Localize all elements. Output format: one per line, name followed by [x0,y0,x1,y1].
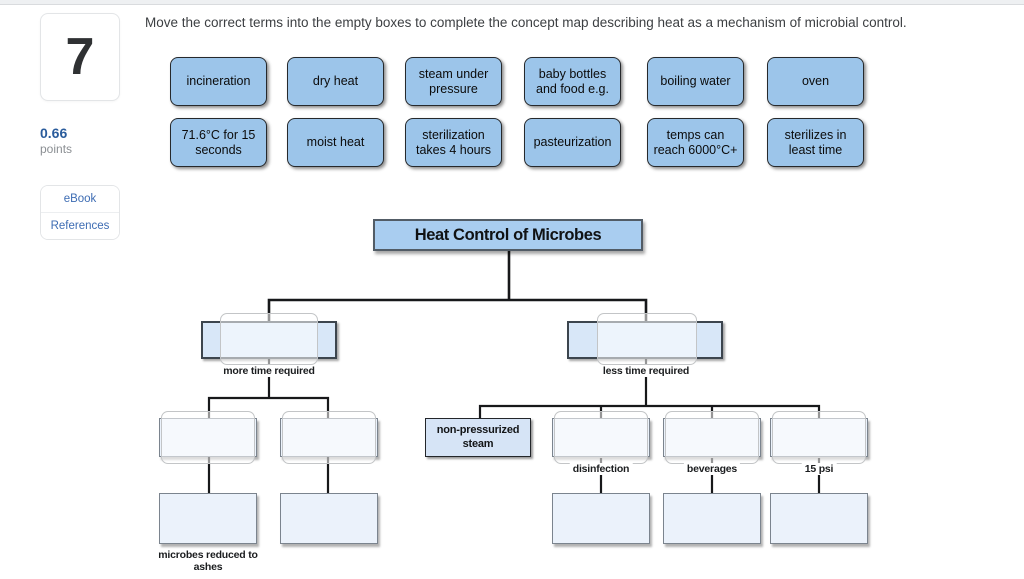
branch-label-less-time: less time required [599,365,693,377]
drop-box-bottom-right-1[interactable] [552,493,650,544]
drop-zone-left-1[interactable] [161,411,255,464]
question-number: 7 [65,28,95,86]
term-chip[interactable]: baby bottles and food e.g. [524,57,621,106]
drop-zone-left-2[interactable] [282,411,376,464]
term-chip[interactable]: 71.6°C for 15 seconds [170,118,267,167]
concept-map-title-box: Heat Control of Microbes [373,219,643,251]
drop-box-bottom-right-3[interactable] [770,493,868,544]
references-link[interactable]: References [41,212,119,239]
term-chip[interactable]: sterilization takes 4 hours [405,118,502,167]
question-instruction: Move the correct terms into the empty bo… [145,15,907,30]
points-label: points [40,142,73,156]
drop-box-bottom-left-1[interactable] [159,493,257,544]
term-chip[interactable]: incineration [170,57,267,106]
term-chip[interactable]: boiling water [647,57,744,106]
term-chip[interactable]: oven [767,57,864,106]
drop-zone-beverages[interactable] [665,411,759,464]
term-chip[interactable]: temps can reach 6000°C+ [647,118,744,167]
points-value: 0.66 [40,125,68,141]
question-number-card: 7 [40,13,120,101]
resources-card: eBook References [40,185,120,240]
bottom-label-microbes-ashes: microbes reduced to ashes [153,549,263,574]
sub-label-disinfection: disinfection [569,463,633,475]
sub-label-beverages: beverages [683,463,741,475]
drop-zone-more-time[interactable] [220,313,318,365]
ebook-link[interactable]: eBook [41,186,119,212]
term-chip[interactable]: sterilizes in least time [767,118,864,167]
drop-zone-disinfection[interactable] [554,411,648,464]
drop-box-bottom-right-2[interactable] [663,493,761,544]
term-chip[interactable]: steam under pressure [405,57,502,106]
drop-zone-15psi[interactable] [772,411,866,464]
concept-map-title: Heat Control of Microbes [414,225,602,244]
sub-label-15psi: 15 psi [801,463,837,475]
drop-zone-less-time[interactable] [597,313,697,365]
drop-box-bottom-left-2[interactable] [280,493,378,544]
top-bar [0,0,1024,5]
term-chip[interactable]: moist heat [287,118,384,167]
term-chip[interactable]: pasteurization [524,118,621,167]
term-chip[interactable]: dry heat [287,57,384,106]
node-non-pressurized-steam: non-pressurized steam [425,418,531,457]
branch-label-more-time: more time required [220,365,318,377]
